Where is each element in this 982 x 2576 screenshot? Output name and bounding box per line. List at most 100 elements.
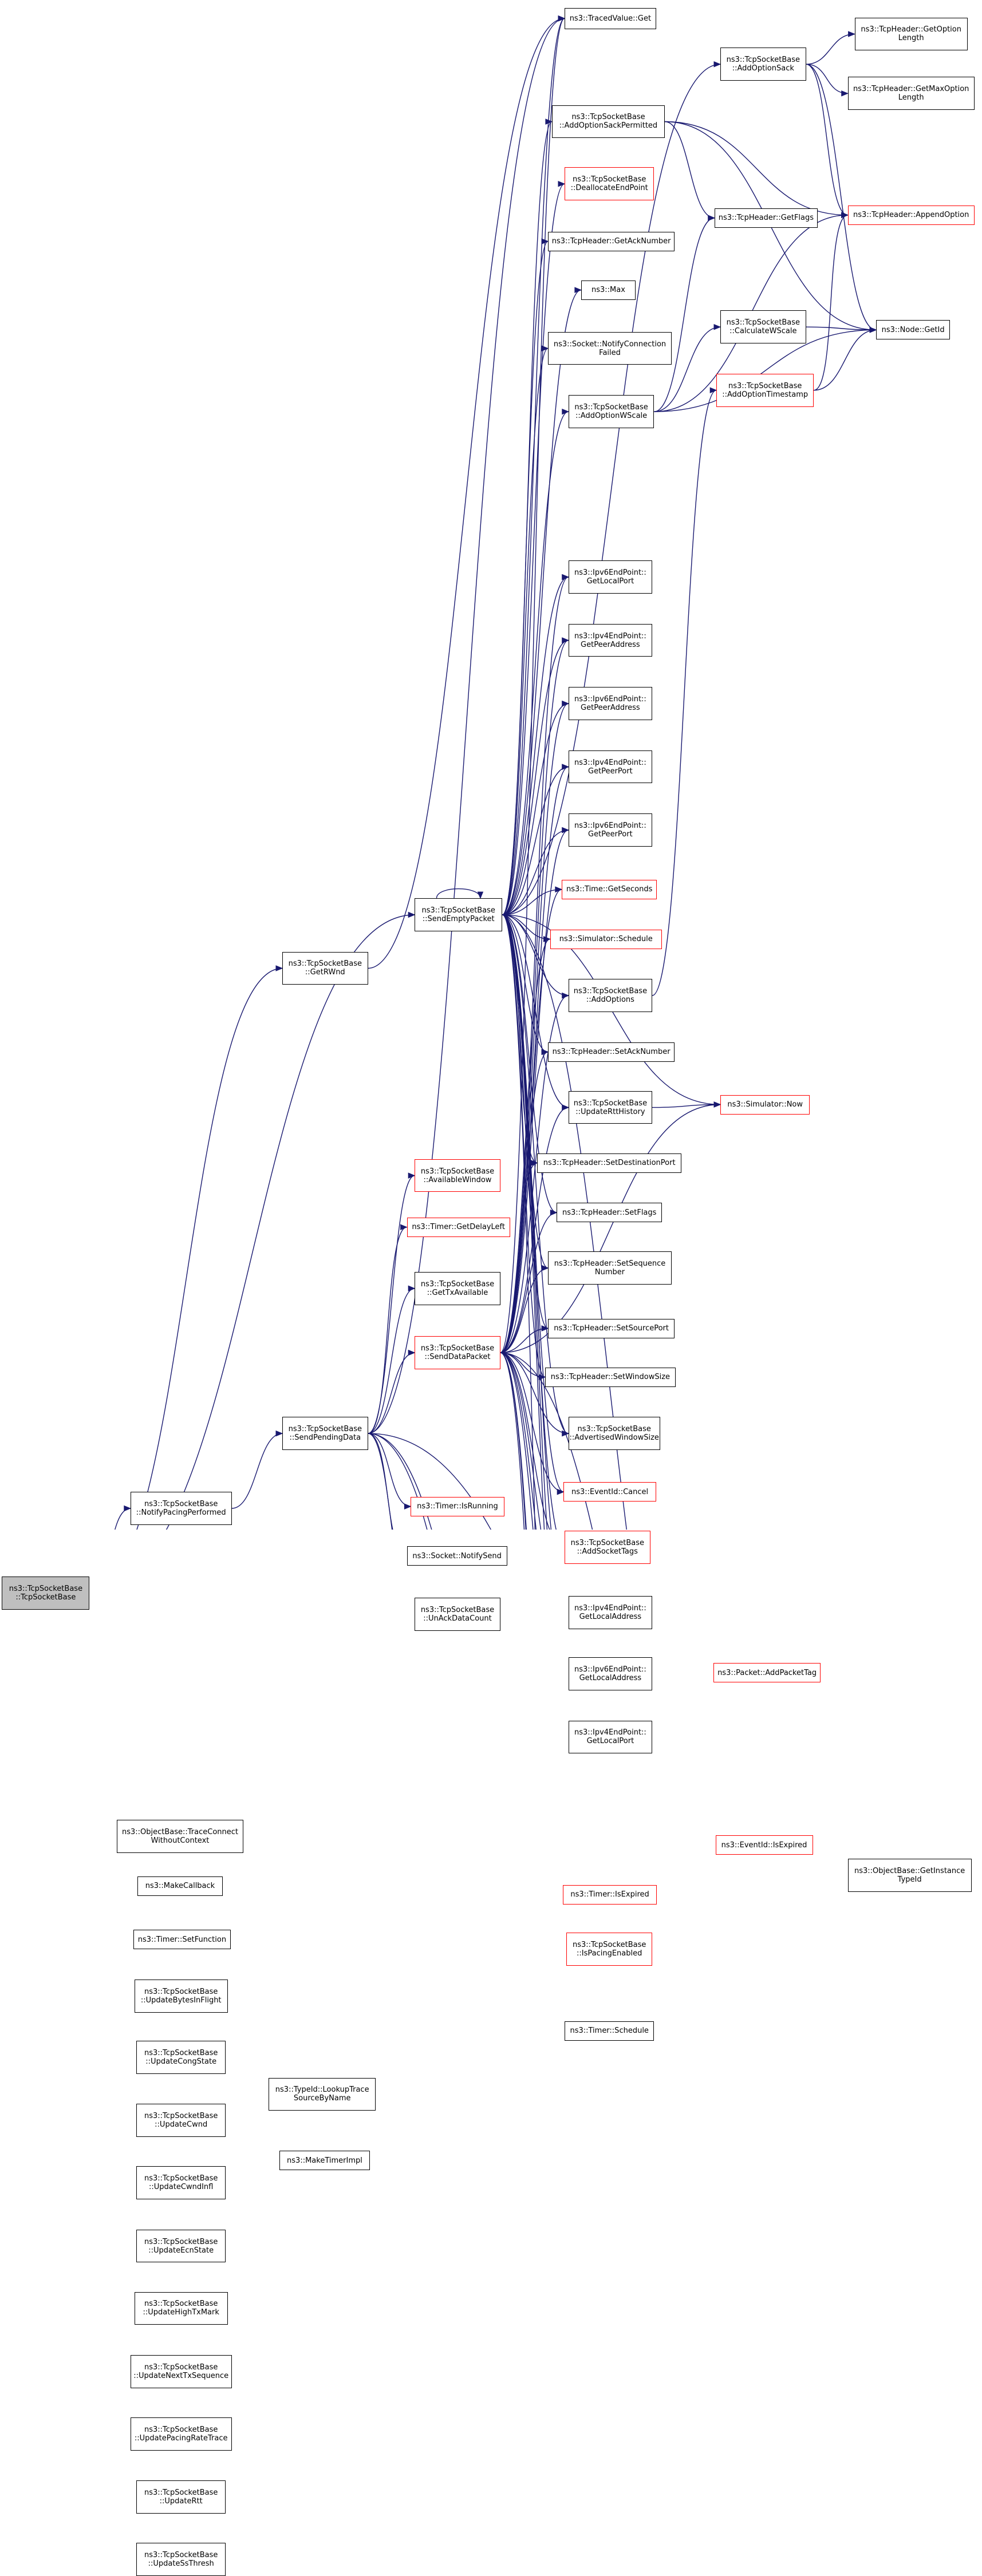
node-label-line: ns3::Timer::SetFunction bbox=[137, 1935, 227, 1944]
node-label-line: ns3::Timer::IsRunning bbox=[417, 1502, 498, 1511]
node-notifysend[interactable]: ns3::Socket::NotifySend bbox=[407, 1546, 507, 1566]
edge-addoptsack-getmaxoptionlen bbox=[806, 64, 848, 94]
node-addpackettag[interactable]: ns3::Packet::AddPacketTag bbox=[713, 1663, 821, 1683]
node-label-line: ns3::TcpSocketBase bbox=[726, 318, 800, 327]
node-ipv4localport[interactable]: ns3::Ipv4EndPoint::GetLocalPort bbox=[568, 1720, 652, 1754]
edge-senddata-ipv6localport_a bbox=[500, 576, 569, 1353]
node-appendoption[interactable]: ns3::TcpHeader::AppendOption bbox=[847, 205, 975, 225]
node-ispacing[interactable]: ns3::TcpSocketBase::IsPacingEnabled bbox=[566, 1933, 652, 1966]
node-nodegetid[interactable]: ns3::Node::GetId bbox=[876, 320, 951, 340]
node-addopttimestamp[interactable]: ns3::TcpSocketBase::AddOptionTimestamp bbox=[716, 373, 814, 407]
edge-sendempty-ipv4peeraddr bbox=[502, 639, 569, 915]
node-ipv6peeraddr[interactable]: ns3::Ipv6EndPoint::GetPeerAddress bbox=[568, 687, 652, 720]
node-upd_bytesinflight[interactable]: ns3::TcpSocketBase::UpdateBytesInFlight bbox=[134, 1979, 228, 2013]
node-advwinsize[interactable]: ns3::TcpSocketBase::AdvertisedWindowSize bbox=[568, 1417, 660, 1450]
node-label-line: ns3::TcpSocketBase bbox=[420, 1606, 495, 1615]
node-calcwscale[interactable]: ns3::TcpSocketBase::CalculateWScale bbox=[720, 310, 806, 344]
node-gettxavail[interactable]: ns3::TcpSocketBase::GetTxAvailable bbox=[415, 1271, 500, 1305]
node-max[interactable]: ns3::Max bbox=[581, 280, 636, 300]
edge-senddata-eventisexpired bbox=[500, 1352, 593, 1530]
node-upd_congstate[interactable]: ns3::TcpSocketBase::UpdateCongState bbox=[136, 2040, 226, 2074]
node-addoptsackperm[interactable]: ns3::TcpSocketBase::AddOptionSackPermitt… bbox=[551, 105, 665, 139]
node-label-line: ::UpdateCwnd bbox=[155, 2120, 208, 2129]
node-ipv4peerport[interactable]: ns3::Ipv4EndPoint::GetPeerPort bbox=[568, 750, 652, 784]
node-root: ns3::TcpSocketBase::TcpSocketBase bbox=[2, 1577, 90, 1610]
edge-sendpending-eventisexpired bbox=[368, 1433, 491, 1530]
node-setsrcport[interactable]: ns3::TcpHeader::SetSourcePort bbox=[548, 1318, 675, 1338]
node-unackdata[interactable]: ns3::TcpSocketBase::UnAckDataCount bbox=[415, 1598, 500, 1631]
node-label-line: ns3::TcpSocketBase bbox=[573, 175, 646, 184]
node-label-line: Number bbox=[594, 1268, 625, 1277]
edge-sendpending-isrunning bbox=[368, 1433, 411, 1507]
node-availwindow[interactable]: ns3::TcpSocketBase::AvailableWindow bbox=[415, 1159, 500, 1192]
node-makecallback[interactable]: ns3::MakeCallback bbox=[137, 1876, 223, 1896]
edge-arrow-addoptsackperm bbox=[545, 118, 553, 125]
node-notifypacing[interactable]: ns3::TcpSocketBase::NotifyPacingPerforme… bbox=[130, 1492, 232, 1525]
node-label-line: ns3::Timer::Schedule bbox=[570, 2026, 649, 2036]
node-setfunction[interactable]: ns3::Timer::SetFunction bbox=[133, 1930, 231, 1950]
node-ipv6localaddr[interactable]: ns3::Ipv6EndPoint::GetLocalAddress bbox=[568, 1657, 652, 1690]
node-sendempty[interactable]: ns3::TcpSocketBase::SendEmptyPacket bbox=[415, 898, 503, 931]
node-label-line: ns3::Timer::GetDelayLeft bbox=[412, 1223, 505, 1232]
node-upd_ssthresh[interactable]: ns3::TcpSocketBase::UpdateSsThresh bbox=[136, 2543, 226, 2576]
node-upd_nexttxseq[interactable]: ns3::TcpSocketBase::UpdateNextTxSequence bbox=[130, 2355, 232, 2388]
node-sendpending[interactable]: ns3::TcpSocketBase::SendPendingData bbox=[282, 1417, 368, 1450]
node-ipv4peeraddr[interactable]: ns3::Ipv4EndPoint::GetPeerAddress bbox=[568, 623, 652, 657]
node-label-line: ns3::TcpSocketBase bbox=[420, 1167, 495, 1176]
node-eventcancel[interactable]: ns3::EventId::Cancel bbox=[563, 1482, 656, 1502]
node-timerisexpired[interactable]: ns3::Timer::IsExpired bbox=[562, 1884, 657, 1905]
node-simschedule[interactable]: ns3::Simulator::Schedule bbox=[550, 929, 662, 949]
node-getflags[interactable]: ns3::TcpHeader::GetFlags bbox=[714, 208, 818, 228]
node-getdelayleft[interactable]: ns3::Timer::GetDelayLeft bbox=[407, 1217, 510, 1237]
node-upd_ecnstate[interactable]: ns3::TcpSocketBase::UpdateEcnState bbox=[136, 2229, 226, 2263]
node-upd_cwnd[interactable]: ns3::TcpSocketBase::UpdateCwnd bbox=[136, 2104, 226, 2138]
node-upd_rtt[interactable]: ns3::TcpSocketBase::UpdateRtt bbox=[136, 2480, 226, 2514]
node-addoptsack[interactable]: ns3::TcpSocketBase::AddOptionSack bbox=[720, 48, 806, 81]
node-ipv6peerport[interactable]: ns3::Ipv6EndPoint::GetPeerPort bbox=[568, 813, 652, 847]
node-addsockettags[interactable]: ns3::TcpSocketBase::AddSocketTags bbox=[565, 1531, 650, 1564]
node-addoptwscale[interactable]: ns3::TcpSocketBase::AddOptionWScale bbox=[568, 395, 654, 428]
node-getseconds[interactable]: ns3::Time::GetSeconds bbox=[561, 879, 657, 899]
node-timerschedule[interactable]: ns3::Timer::Schedule bbox=[565, 2021, 654, 2041]
edge-arrow-simnow bbox=[713, 1101, 721, 1108]
node-upd_hightxmark[interactable]: ns3::TcpSocketBase::UpdateHighTxMark bbox=[134, 2291, 228, 2325]
node-label-line: GetLocalPort bbox=[586, 1737, 634, 1746]
node-ipv6localport_a[interactable]: ns3::Ipv6EndPoint::GetLocalPort bbox=[568, 560, 652, 594]
node-senddata[interactable]: ns3::TcpSocketBase::SendDataPacket bbox=[415, 1336, 500, 1369]
node-label-line: GetPeerAddress bbox=[581, 640, 640, 649]
node-label-line: Length bbox=[898, 93, 924, 102]
node-deallocend[interactable]: ns3::TcpSocketBase::DeallocateEndPoint bbox=[565, 167, 654, 201]
edge-arrow-eventcancel bbox=[557, 1488, 565, 1495]
node-setwinsize[interactable]: ns3::TcpHeader::SetWindowSize bbox=[545, 1367, 676, 1387]
edge-sendempty-deallocend bbox=[502, 183, 565, 915]
node-getacknum[interactable]: ns3::TcpHeader::GetAckNumber bbox=[548, 231, 675, 251]
node-addoptions[interactable]: ns3::TcpSocketBase::AddOptions bbox=[568, 979, 652, 1012]
node-label-line: ns3::Simulator::Now bbox=[727, 1100, 803, 1109]
node-tracedget[interactable]: ns3::TracedValue::Get bbox=[565, 7, 656, 29]
edge-arrow-updrtthistory bbox=[562, 1104, 570, 1111]
node-upd_pacingrate[interactable]: ns3::TcpSocketBase::UpdatePacingRateTrac… bbox=[130, 2417, 232, 2451]
node-simnow[interactable]: ns3::Simulator::Now bbox=[720, 1095, 810, 1115]
edge-arrow-setdestport bbox=[530, 1160, 538, 1166]
node-upd_cwndinfl[interactable]: ns3::TcpSocketBase::UpdateCwndInfl bbox=[136, 2166, 226, 2199]
node-label-line: GetLocalAddress bbox=[579, 1612, 642, 1621]
node-maketimerimpl[interactable]: ns3::MakeTimerImpl bbox=[279, 2151, 370, 2170]
node-isrunning[interactable]: ns3::Timer::IsRunning bbox=[411, 1496, 504, 1516]
node-eventisexpired[interactable]: ns3::EventId::IsExpired bbox=[715, 1835, 813, 1855]
node-getrwnd[interactable]: ns3::TcpSocketBase::GetRWnd bbox=[282, 951, 368, 985]
node-setflags[interactable]: ns3::TcpHeader::SetFlags bbox=[557, 1203, 662, 1223]
node-setacknum[interactable]: ns3::TcpHeader::SetAckNumber bbox=[548, 1042, 675, 1062]
node-updrtthistory[interactable]: ns3::TcpSocketBase::UpdateRttHistory bbox=[568, 1091, 652, 1124]
node-label-line: ns3::Max bbox=[591, 286, 625, 295]
node-label-line: ::AdvertisedWindowSize bbox=[569, 1433, 659, 1443]
node-ipv4localaddr[interactable]: ns3::Ipv4EndPoint::GetLocalAddress bbox=[568, 1596, 652, 1629]
node-setdestport[interactable]: ns3::TcpHeader::SetDestinationPort bbox=[537, 1153, 681, 1173]
edge-senddata-simschedule bbox=[500, 938, 550, 1353]
